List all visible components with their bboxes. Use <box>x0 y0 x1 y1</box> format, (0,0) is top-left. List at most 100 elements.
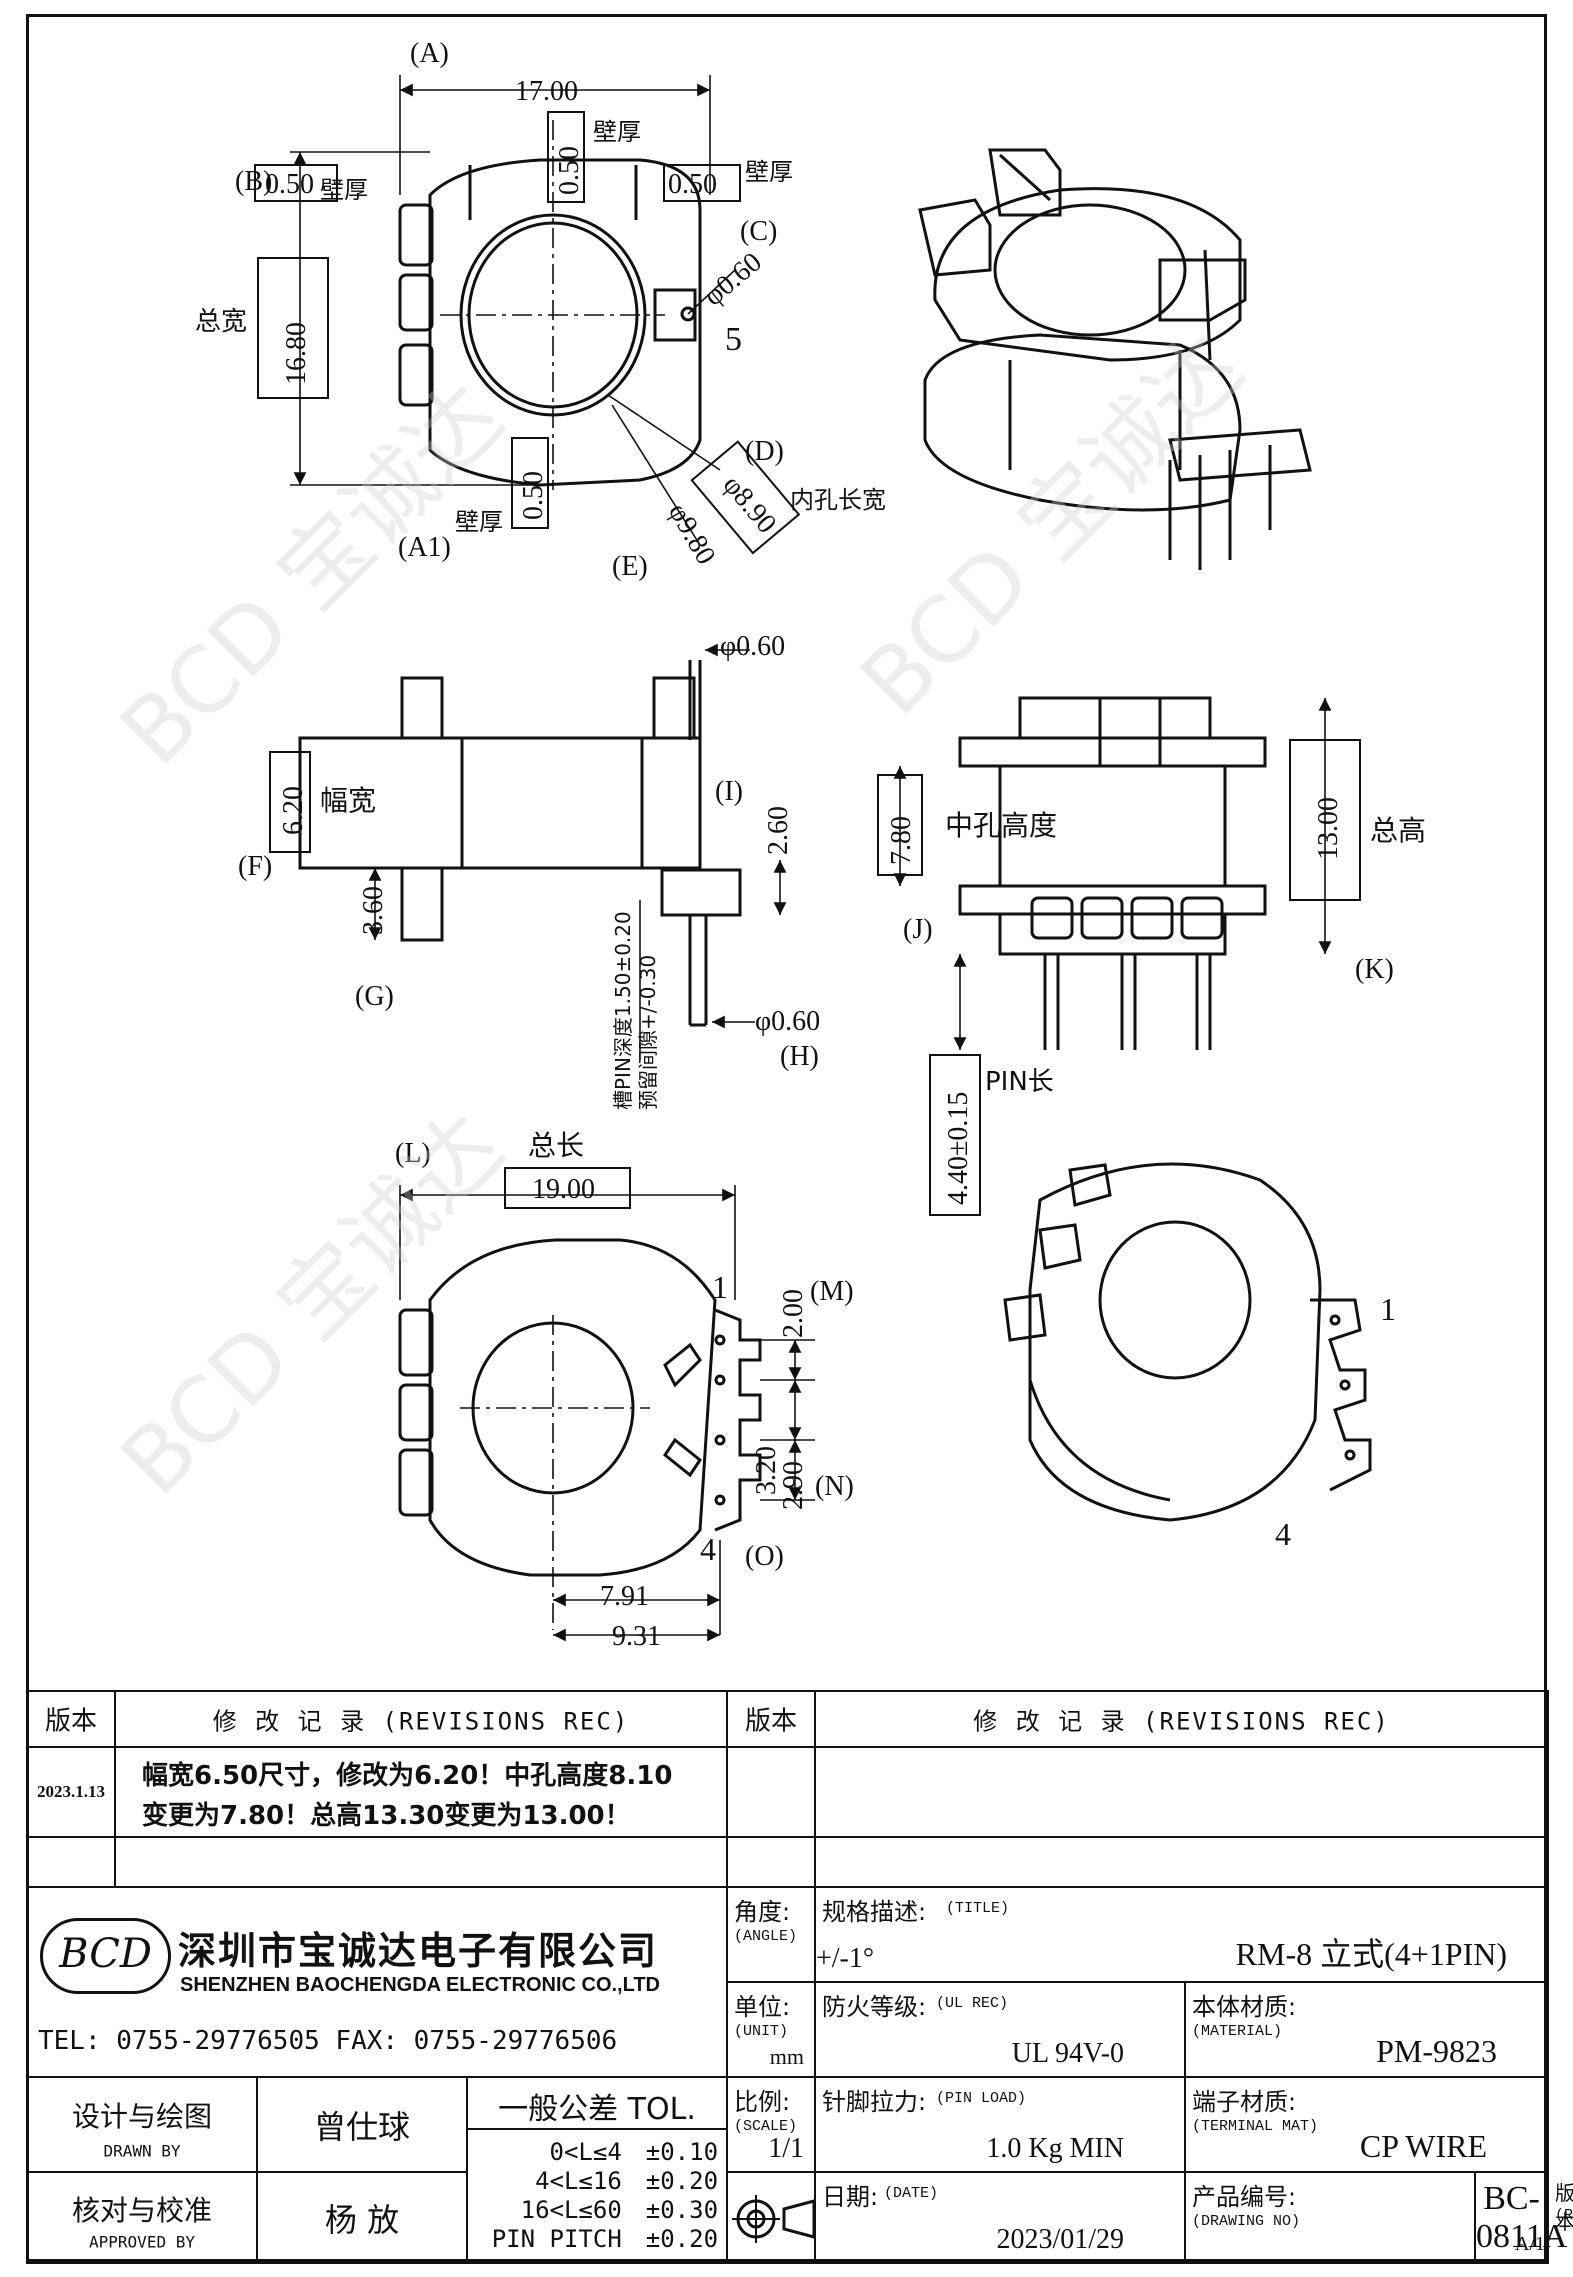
ref-m: (M) <box>810 1276 854 1307</box>
ul-cell: 防火等级: (UL REC) UL 94V-0 <box>814 1981 1187 2078</box>
top-dim-box-width <box>254 164 338 202</box>
tol-range: PIN PITCH <box>491 2225 622 2253</box>
top-view <box>254 75 801 555</box>
top-dim-box-wall-right <box>663 164 741 202</box>
label-total-length: 总长 <box>528 1129 584 1162</box>
dim-flange: 6.20 <box>278 786 309 835</box>
projection-symbol-cell <box>726 2171 817 2264</box>
ref-j: (J) <box>903 914 933 945</box>
rev-blank-1 <box>26 1836 116 1888</box>
drawn-value-cell: 曾仕球 <box>256 2076 468 2173</box>
pin-mark-5: 5 <box>725 321 742 358</box>
unit-cell: 单位: (UNIT) mm <box>726 1981 817 2078</box>
bottom-view <box>398 1167 815 1642</box>
side-view <box>269 643 787 1060</box>
side-dim-box-flange <box>269 751 311 853</box>
tol-row: 4<L≤16±0.20 <box>488 2167 718 2196</box>
bottom-pin-1: 1 <box>712 1269 728 1305</box>
rev-description: 幅宽6.50尺寸，修改为6.20！中孔高度8.10 变更为7.80！总高13.3… <box>113 1746 729 1838</box>
ref-c: (C) <box>740 216 777 247</box>
ref-d: (D) <box>745 436 784 467</box>
tol-row: 16<L≤60±0.30 <box>488 2196 718 2225</box>
ref-b: (B) <box>235 166 272 197</box>
watermark-1: BCD 宝诚达 <box>101 364 522 785</box>
iso-view-bottom <box>1003 1162 1372 1522</box>
tol-header: 一般公差 TOL. <box>468 2084 727 2130</box>
top-pin-hole <box>680 306 696 322</box>
top-tab-3 <box>398 343 434 407</box>
ref-a1: (A1) <box>398 532 451 563</box>
top-dim-box-inner <box>690 440 801 555</box>
note-gap: 预留间隙+/-0.30 <box>636 955 660 1110</box>
top-dim-box-wall-bottom <box>511 437 549 529</box>
note-pin-depth: 槽PIN深度1.50±0.20 <box>611 911 635 1110</box>
dim-pin-bottom: φ0.60 <box>755 1006 820 1037</box>
dwg-value-cell: BC-0811A <box>1474 2171 1567 2264</box>
label-wall-right: 壁厚 <box>745 158 793 186</box>
dim-pin-len: 4.40±0.15 <box>943 1092 974 1205</box>
company-block: BCD 深圳市宝诚达电子有限公司 SHENZHEN BAOCHENGDA ELE… <box>25 1886 729 2078</box>
drawn-label-cell: 设计与绘图 DRAWN BY <box>26 2076 258 2173</box>
dim-2-90: 2.90 <box>778 1461 809 1510</box>
label-pin-len: PIN长 <box>985 1067 1054 1097</box>
label-center: 中孔高度 <box>945 809 1057 842</box>
tol-value: ±0.20 <box>645 2225 719 2253</box>
tol-value: ±0.20 <box>645 2167 719 2195</box>
iso-pin-4: 4 <box>1275 1516 1291 1552</box>
ref-n: (N) <box>815 1471 854 1502</box>
top-tab-1 <box>398 203 434 267</box>
ref-f: (F) <box>238 851 272 882</box>
dim-wall-top: 0.50 <box>554 146 585 195</box>
title-block: 版本 修 改 记 录 (REVISIONS REC) 版本 修 改 记 录 (R… <box>25 1690 1573 2264</box>
approved-value-cell: 杨 放 <box>256 2171 468 2264</box>
rev-empty-2 <box>814 1746 1550 1838</box>
dim-wall-bottom: 0.50 <box>518 471 549 520</box>
ref-k: (K) <box>1355 954 1394 985</box>
title-cell: 规格描述: (TITLE) RM-8 立式(4+1PIN) <box>814 1886 1550 1983</box>
label-wall-top: 壁厚 <box>593 118 641 146</box>
tol-row: PIN PITCH ±0.20 <box>488 2225 718 2254</box>
dim-width-top: 17.00 <box>515 76 578 107</box>
tol-range: 0<L≤4 <box>549 2138 622 2166</box>
angle-cell: 角度: (ANGLE) +/-1° <box>726 1886 874 1983</box>
front-dim-box-pin <box>929 1054 981 1216</box>
dim-7-91: 7.91 <box>600 1581 649 1612</box>
dim-total-width: 16.80 <box>281 322 312 385</box>
watermark-3: BCD 宝诚达 <box>101 1094 522 1515</box>
pinload-cell: 针脚拉力: (PIN LOAD) 1.0 Kg MIN <box>814 2076 1187 2173</box>
dim-wall-left: 0.50 <box>265 169 314 200</box>
rev-record-left: 修 改 记 录 (REVISIONS REC) <box>113 1690 729 1748</box>
label-wall-bottom: 壁厚 <box>455 508 503 536</box>
rev-blank-4 <box>814 1836 1550 1888</box>
front-dim-box-height <box>1289 739 1361 901</box>
ref-i: (I) <box>715 776 743 807</box>
dim-9-31: 9.31 <box>612 1621 661 1652</box>
approved-label-cell: 核对与校准 APPROVED BY <box>26 2171 258 2264</box>
top-dim-box-wall-top <box>547 111 585 203</box>
bottom-dim-box-length <box>504 1167 631 1209</box>
label-total-height: 总高 <box>1370 814 1426 847</box>
company-name-cn: 深圳市宝诚达电子有限公司 <box>178 1929 659 1973</box>
dim-2-60: 2.60 <box>763 806 794 855</box>
label-total-width: 总宽 <box>195 307 247 337</box>
ref-l: (L) <box>395 1138 431 1169</box>
rev-date: 2023.1.13 <box>26 1746 116 1838</box>
label-wall-left: 壁厚 <box>320 176 368 204</box>
dim-3-60: 3.60 <box>358 886 389 935</box>
technical-drawing: (A) 17.00 (B) 0.50 壁厚 0.50 壁厚 0.50 壁厚 (C… <box>101 38 1426 1652</box>
ref-o: (O) <box>745 1541 784 1572</box>
date-cell: 日期: (DATE) 2023/01/29 <box>814 2171 1187 2264</box>
ref-h: (H) <box>780 1041 819 1072</box>
dim-inner: φ8.90 <box>717 470 783 540</box>
ref-a: (A) <box>410 38 449 69</box>
rev-line-1: 幅宽6.50尺寸，修改为6.20！中孔高度8.10 <box>142 1761 673 1791</box>
dim-3-20: 3.20 <box>751 1446 782 1495</box>
company-logo: BCD <box>40 1918 171 1994</box>
dim-pin-dia: φ0.60 <box>698 247 768 313</box>
tol-range: 16<L≤60 <box>520 2196 622 2224</box>
rev-blank-3 <box>726 1836 817 1888</box>
dim-total-height: 13.00 <box>1313 797 1344 860</box>
company-contact: TEL: 0755-29776505 FAX: 0755-29776506 <box>38 2026 618 2056</box>
dim-pin-top: φ0.60 <box>720 631 785 662</box>
